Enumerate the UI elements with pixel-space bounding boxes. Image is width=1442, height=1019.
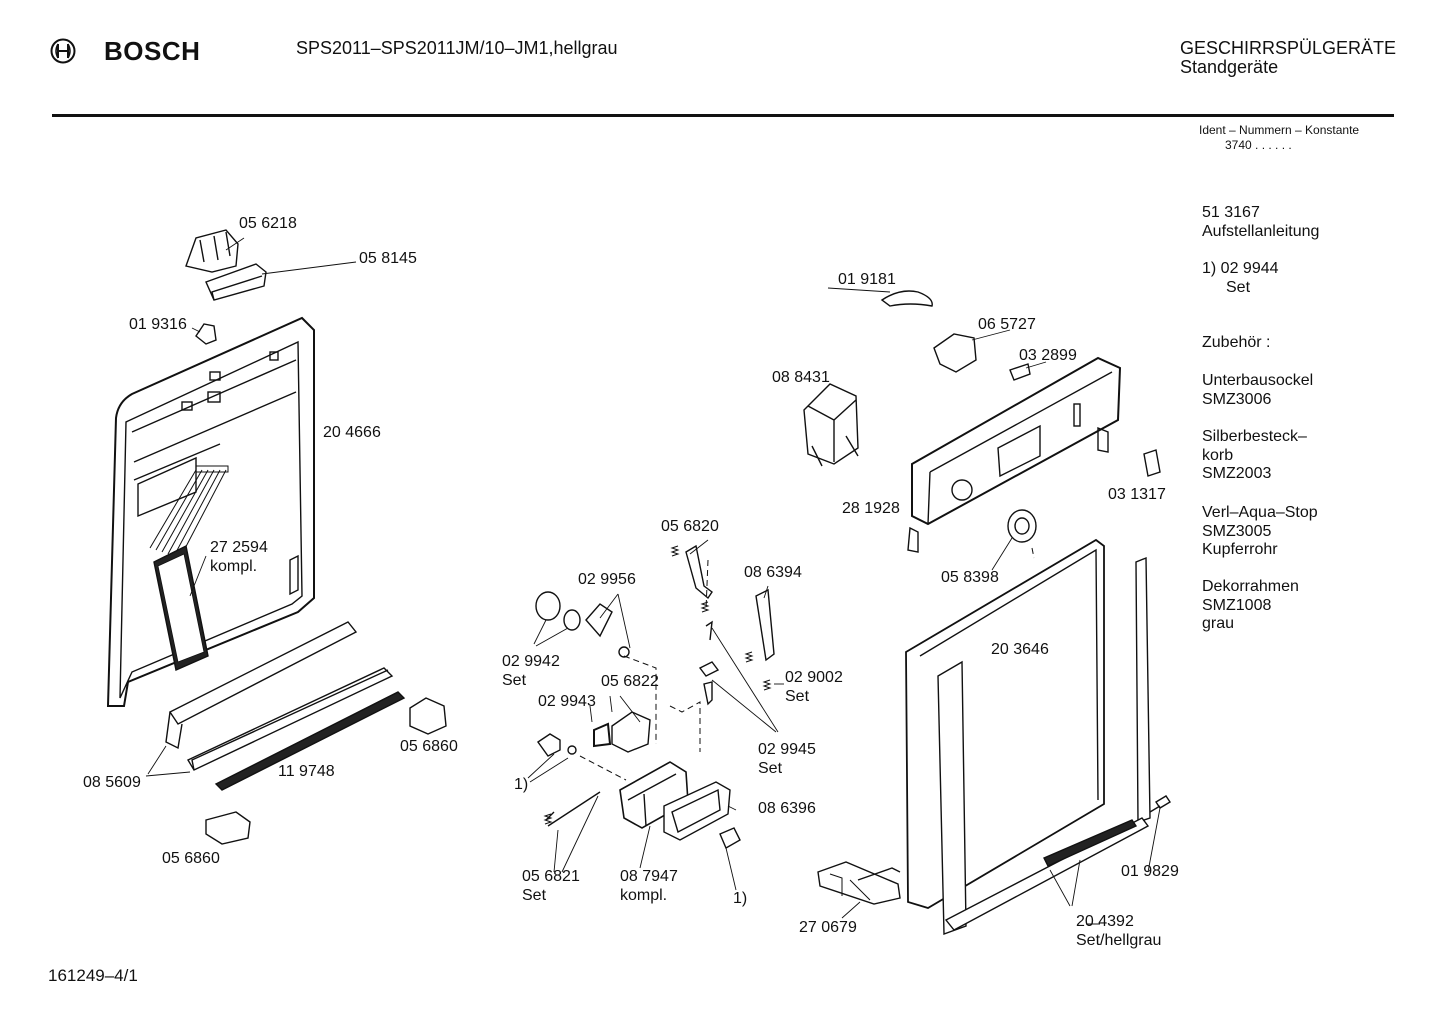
- part-label: 28 1928: [842, 500, 900, 517]
- door-latch: [185, 229, 267, 345]
- dashed-guides: [579, 547, 1035, 781]
- accessory-line: SMZ3006: [1202, 390, 1272, 408]
- part-label: Set/hellgrau: [1076, 932, 1162, 949]
- part-label: 27 2594: [210, 539, 268, 556]
- accessory-line: Dekorrahmen: [1202, 578, 1299, 595]
- small-parts: [535, 544, 775, 849]
- part-label: Set: [522, 887, 547, 904]
- cable-harness: [149, 465, 229, 671]
- bottom-rails: [165, 621, 406, 791]
- accessory-line: SMZ1008: [1202, 596, 1272, 614]
- part-label: 02 9002: [785, 669, 843, 686]
- control-panel: [907, 356, 1122, 553]
- end-cap: [409, 697, 447, 735]
- part-label: 20 4392: [1076, 913, 1134, 930]
- part-label: 1): [733, 890, 748, 907]
- part-label: 27 0679: [799, 919, 857, 936]
- accessory-line: SMZ2003: [1202, 465, 1272, 482]
- bracket: [933, 333, 977, 373]
- accessory-line: SMZ3005: [1202, 522, 1272, 540]
- spring: [670, 545, 680, 557]
- part-label: 03 2899: [1019, 347, 1077, 364]
- header-divider: [52, 114, 1394, 117]
- manual-note: 51 3167 Aufstellanleitung: [1202, 204, 1319, 241]
- part-label: 05 6860: [162, 850, 220, 867]
- part-label: 02 9956: [578, 571, 636, 588]
- screw: [1149, 795, 1171, 813]
- part-label: Set: [785, 688, 810, 705]
- part-label: 02 9942: [502, 653, 560, 670]
- part-label: 05 6860: [400, 738, 458, 755]
- part-label: 05 8145: [359, 250, 417, 267]
- part-label: 03 1317: [1108, 486, 1166, 503]
- part-label: 05 8398: [941, 569, 999, 586]
- category: GESCHIRRSPÜLGERÄTE Standgeräte: [1180, 39, 1396, 77]
- brand-name: BOSCH: [104, 36, 201, 66]
- part-label: 08 6396: [758, 800, 816, 817]
- part-label: 08 8431: [772, 369, 830, 386]
- part-label: 05 6820: [661, 518, 719, 535]
- part-label: 08 5609: [83, 774, 141, 791]
- part-label: Set: [502, 672, 527, 689]
- ident-label: Ident – Nummern – Konstante: [1199, 123, 1360, 137]
- program-selector: [803, 383, 859, 467]
- accessory-item: Dekorrahmen SMZ1008 grau: [1202, 578, 1299, 634]
- ident-block: Ident – Nummern – Konstante 3740 . . . .…: [1199, 123, 1359, 153]
- door-outer-panel: [905, 538, 1151, 935]
- model-title: SPS2011–SPS2011JM/10–JM1,hellgrau: [296, 38, 618, 58]
- part-label: 11 9748: [278, 763, 335, 780]
- lock-assembly: [593, 711, 731, 841]
- accessory-item: Silberbesteck– korb SMZ2003: [1202, 428, 1307, 484]
- category-line-2: Standgeräte: [1180, 57, 1279, 77]
- part-label: 05 6218: [239, 215, 297, 232]
- part-label: 02 9945: [758, 741, 816, 758]
- accessories-title: Zubehör :: [1202, 334, 1271, 351]
- accessory-line: Unterbausockel: [1202, 372, 1314, 389]
- part-label: 08 6394: [744, 564, 802, 581]
- category-line-1: GESCHIRRSPÜLGERÄTE: [1180, 38, 1397, 58]
- manual-label: Aufstellanleitung: [1202, 222, 1320, 240]
- footnote-number: 1) 02 9944: [1202, 260, 1279, 277]
- part-label: 05 6822: [601, 673, 659, 690]
- part-label: 1): [514, 776, 529, 793]
- spring: [744, 651, 754, 663]
- accessory-item: Verl–Aqua–Stop SMZ3005 Kupferrohr: [1202, 504, 1318, 560]
- drawing-number: 161249–4/1: [48, 966, 138, 985]
- top-cable: [880, 290, 933, 307]
- accessory-line: Silberbesteck–: [1202, 428, 1307, 445]
- part-label: 01 9829: [1121, 863, 1179, 880]
- bosch-logo-icon: [50, 38, 76, 64]
- bottom-bracket: [817, 861, 901, 905]
- accessory-line: Kupferrohr: [1202, 541, 1278, 558]
- part-label: kompl.: [210, 558, 258, 575]
- accessory-line: Verl–Aqua–Stop: [1202, 504, 1318, 521]
- end-cap: [205, 811, 251, 845]
- part-label: 05 6821: [522, 868, 580, 885]
- part-label: 02 9943: [538, 693, 596, 710]
- accessory-line: grau: [1202, 615, 1235, 632]
- part-label: 20 4666: [323, 424, 381, 441]
- footnote-label: Set: [1226, 278, 1251, 296]
- part-label: 06 5727: [978, 316, 1036, 333]
- leader-lines: [145, 237, 1161, 925]
- footnote-note: 1) 02 9944 Set: [1202, 260, 1279, 297]
- part-label: 01 9316: [129, 316, 187, 333]
- part-label: Set: [758, 760, 783, 777]
- accessory-item: Unterbausockel SMZ3006: [1202, 372, 1313, 409]
- small-clip: [1009, 363, 1031, 381]
- ident-value: 3740 . . . . . .: [1225, 138, 1292, 152]
- spring: [700, 601, 710, 613]
- spring: [762, 679, 772, 691]
- part-label: 20 3646: [991, 641, 1049, 658]
- part-label: 01 9181: [838, 271, 896, 288]
- accessory-line: korb: [1202, 446, 1234, 464]
- spring: [543, 813, 553, 825]
- part-label: 08 7947: [620, 868, 678, 885]
- knob: [1007, 509, 1037, 543]
- manual-number: 51 3167: [1202, 204, 1260, 221]
- door-inner-panel: [106, 316, 315, 707]
- part-label: kompl.: [620, 887, 668, 904]
- side-clip: [1143, 449, 1161, 477]
